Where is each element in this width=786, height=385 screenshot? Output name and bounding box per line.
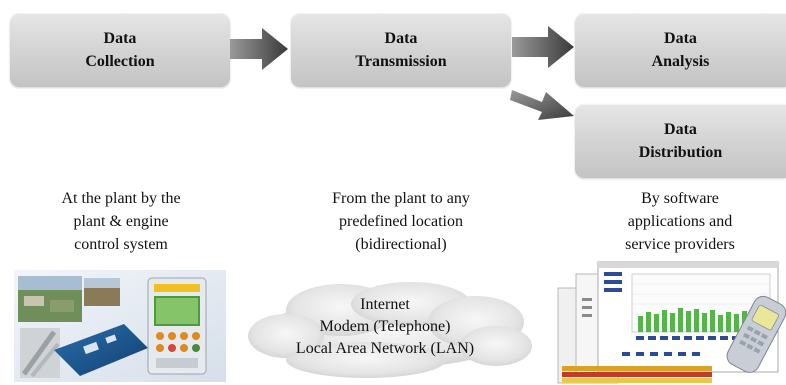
- distribution-description: By software applications and service pro…: [580, 187, 780, 256]
- data-distribution-line1: Data: [664, 121, 697, 138]
- network-lan: Local Area Network (LAN): [295, 340, 475, 357]
- data-distribution-line2: Distribution: [638, 144, 723, 161]
- network-cloud-icon: [248, 282, 532, 378]
- arrow-transmission-to-distribution: [510, 90, 574, 120]
- data-collection-line1: Data: [103, 30, 137, 47]
- data-collection-line2: Collection: [85, 53, 155, 70]
- network-modem: Modem (Telephone): [319, 318, 451, 335]
- plant-control-system-image: [14, 270, 226, 382]
- data-analysis-line1: Data: [664, 30, 697, 47]
- arrow-collection-to-transmission: [230, 28, 288, 70]
- data-transmission-line1: Data: [384, 30, 418, 47]
- collection-desc-line1: At the plant by the: [61, 190, 181, 207]
- data-transmission-box: Data Transmission: [291, 13, 511, 87]
- data-analysis-box: Data Analysis: [575, 13, 786, 87]
- transmission-desc-line3: (bidirectional): [355, 236, 447, 253]
- transmission-desc-line2: predefined location: [339, 213, 463, 230]
- distribution-desc-line2: applications and: [627, 213, 733, 230]
- distribution-desc-line3: service providers: [625, 236, 735, 253]
- distribution-desc-line1: By software: [641, 190, 719, 207]
- data-analysis-line2: Analysis: [651, 53, 710, 70]
- data-distribution-box: Data Distribution: [575, 104, 786, 178]
- data-collection-box: Data Collection: [10, 13, 230, 87]
- network-options: Internet Modem (Telephone) Local Area Ne…: [270, 294, 500, 360]
- transmission-description: From the plant to any predefined locatio…: [290, 187, 512, 256]
- transmission-desc-line1: From the plant to any: [332, 190, 470, 207]
- network-internet: Internet: [360, 296, 410, 313]
- software-application-screenshot: [557, 261, 786, 384]
- collection-desc-line2: plant & engine: [73, 213, 169, 230]
- data-transmission-line2: Transmission: [355, 53, 447, 70]
- collection-desc-line3: control system: [74, 236, 168, 253]
- arrow-transmission-to-analysis: [512, 26, 574, 68]
- collection-description: At the plant by the plant & engine contr…: [10, 187, 232, 256]
